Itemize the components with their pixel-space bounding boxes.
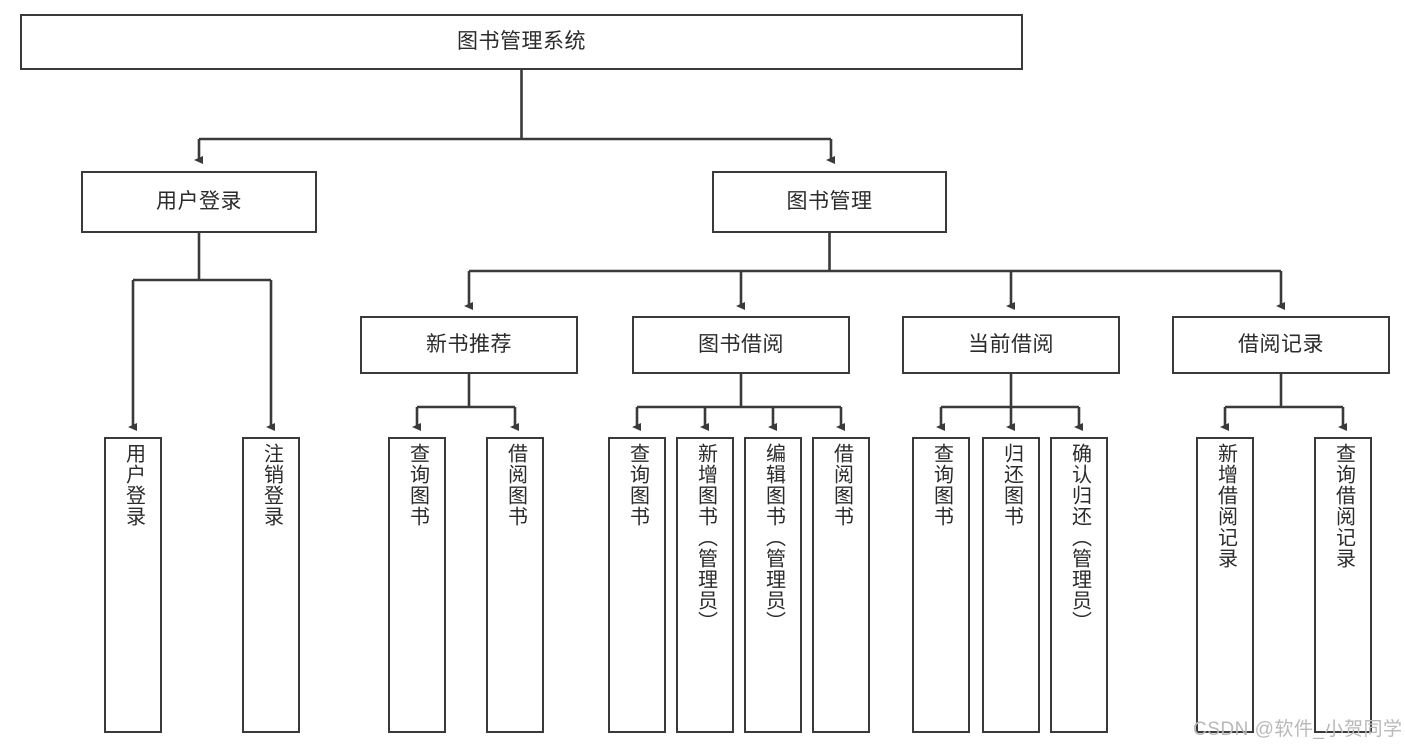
node-leaf-add-record[interactable]: 新增借阅记录 <box>1196 437 1254 733</box>
node-leaf-user-login[interactable]: 用户登录 <box>104 437 162 733</box>
node-book-manage[interactable]: 图书管理 <box>712 171 947 233</box>
node-leaf-query-book-3[interactable]: 查询图书 <box>912 437 970 733</box>
node-leaf-logout-login-label: 注销登录 <box>260 443 283 527</box>
node-new-book-recommend[interactable]: 新书推荐 <box>360 316 578 374</box>
node-leaf-query-book-1-label: 查询图书 <box>406 443 429 527</box>
node-user-login-label: 用户登录 <box>156 190 242 214</box>
node-new-book-recommend-label: 新书推荐 <box>426 333 512 357</box>
node-borrow-record-label: 借阅记录 <box>1238 333 1324 357</box>
node-current-borrow[interactable]: 当前借阅 <box>902 316 1120 374</box>
node-book-borrow-label: 图书借阅 <box>698 333 784 357</box>
node-user-login[interactable]: 用户登录 <box>81 171 317 233</box>
node-leaf-borrow-book-2-label: 借阅图书 <box>830 443 853 527</box>
node-leaf-query-book-2[interactable]: 查询图书 <box>608 437 666 733</box>
node-leaf-query-book-2-label: 查询图书 <box>626 443 649 527</box>
node-leaf-edit-book-label: 编辑图书（管理员） <box>762 443 785 632</box>
node-leaf-borrow-book-2[interactable]: 借阅图书 <box>812 437 870 733</box>
node-leaf-add-book[interactable]: 新增图书（管理员） <box>676 437 734 733</box>
node-root-label: 图书管理系统 <box>457 30 586 54</box>
node-leaf-borrow-book-1-label: 借阅图书 <box>504 443 527 527</box>
node-leaf-return-book-label: 归还图书 <box>1000 443 1023 527</box>
node-leaf-query-book-1[interactable]: 查询图书 <box>388 437 446 733</box>
node-leaf-add-book-label: 新增图书（管理员） <box>694 443 717 632</box>
node-root[interactable]: 图书管理系统 <box>20 14 1023 70</box>
node-leaf-confirm-return-label: 确认归还（管理员） <box>1068 443 1091 632</box>
watermark-text: CSDN @软件_小贺同学 <box>1193 719 1403 740</box>
node-borrow-record[interactable]: 借阅记录 <box>1172 316 1390 374</box>
node-leaf-query-record[interactable]: 查询借阅记录 <box>1314 437 1372 733</box>
node-leaf-user-login-label: 用户登录 <box>122 443 145 527</box>
node-leaf-confirm-return[interactable]: 确认归还（管理员） <box>1050 437 1108 733</box>
node-book-borrow[interactable]: 图书借阅 <box>632 316 850 374</box>
node-leaf-add-record-label: 新增借阅记录 <box>1214 443 1237 569</box>
node-leaf-borrow-book-1[interactable]: 借阅图书 <box>486 437 544 733</box>
node-leaf-query-record-label: 查询借阅记录 <box>1332 443 1355 569</box>
node-leaf-return-book[interactable]: 归还图书 <box>982 437 1040 733</box>
node-leaf-logout-login[interactable]: 注销登录 <box>242 437 300 733</box>
node-current-borrow-label: 当前借阅 <box>968 333 1054 357</box>
node-leaf-query-book-3-label: 查询图书 <box>930 443 953 527</box>
node-book-manage-label: 图书管理 <box>786 190 873 214</box>
node-leaf-edit-book[interactable]: 编辑图书（管理员） <box>744 437 802 733</box>
